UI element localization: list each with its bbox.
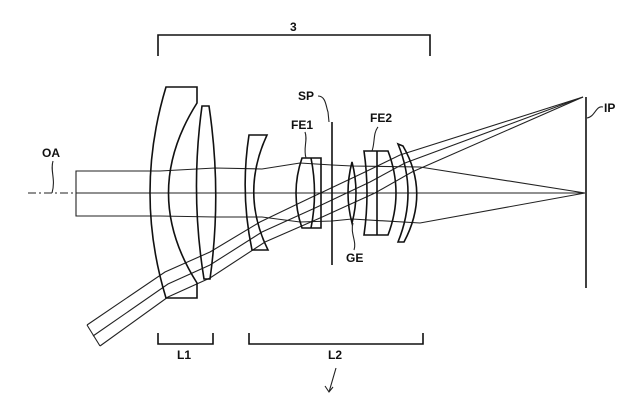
arrow-icon bbox=[324, 367, 337, 393]
axial-ray-lower bbox=[159, 192, 586, 224]
ge-leader bbox=[351, 222, 356, 251]
axial-beam-input bbox=[75, 170, 160, 217]
offaxis-ray-lower bbox=[99, 96, 584, 347]
oa-label: OA bbox=[42, 146, 60, 160]
lens-fe1-interface bbox=[310, 157, 316, 229]
group1-bracket bbox=[157, 333, 214, 345]
lens-fe1-doublet bbox=[295, 157, 322, 229]
fe1-leader bbox=[304, 131, 307, 159]
group2-label: L2 bbox=[328, 348, 342, 362]
offaxis-ray-upper bbox=[86, 96, 584, 326]
lens-ge bbox=[347, 161, 357, 227]
fe2-label: FE2 bbox=[370, 111, 392, 125]
group1-label: L1 bbox=[177, 348, 191, 362]
lens-2-biconvex bbox=[195, 105, 217, 280]
lens-3-negative bbox=[244, 134, 270, 251]
system-label: 3 bbox=[290, 20, 297, 34]
system-bracket bbox=[157, 34, 431, 56]
fe2-leader bbox=[371, 126, 379, 152]
group2-bracket bbox=[248, 333, 424, 345]
axial-ray-upper bbox=[159, 162, 586, 194]
lens-last-meniscus bbox=[396, 142, 418, 243]
ge-label: GE bbox=[346, 251, 363, 265]
lens-1-meniscus bbox=[149, 86, 198, 299]
sp-label: SP bbox=[298, 89, 314, 103]
ip-leader bbox=[586, 106, 604, 119]
ip-label: IP bbox=[604, 101, 615, 115]
fe1-label: FE1 bbox=[291, 118, 313, 132]
sp-leader bbox=[317, 95, 330, 123]
lens-fe2-doublet bbox=[363, 150, 397, 236]
oa-leader bbox=[51, 160, 54, 194]
offaxis-ray-chief bbox=[92, 96, 584, 337]
